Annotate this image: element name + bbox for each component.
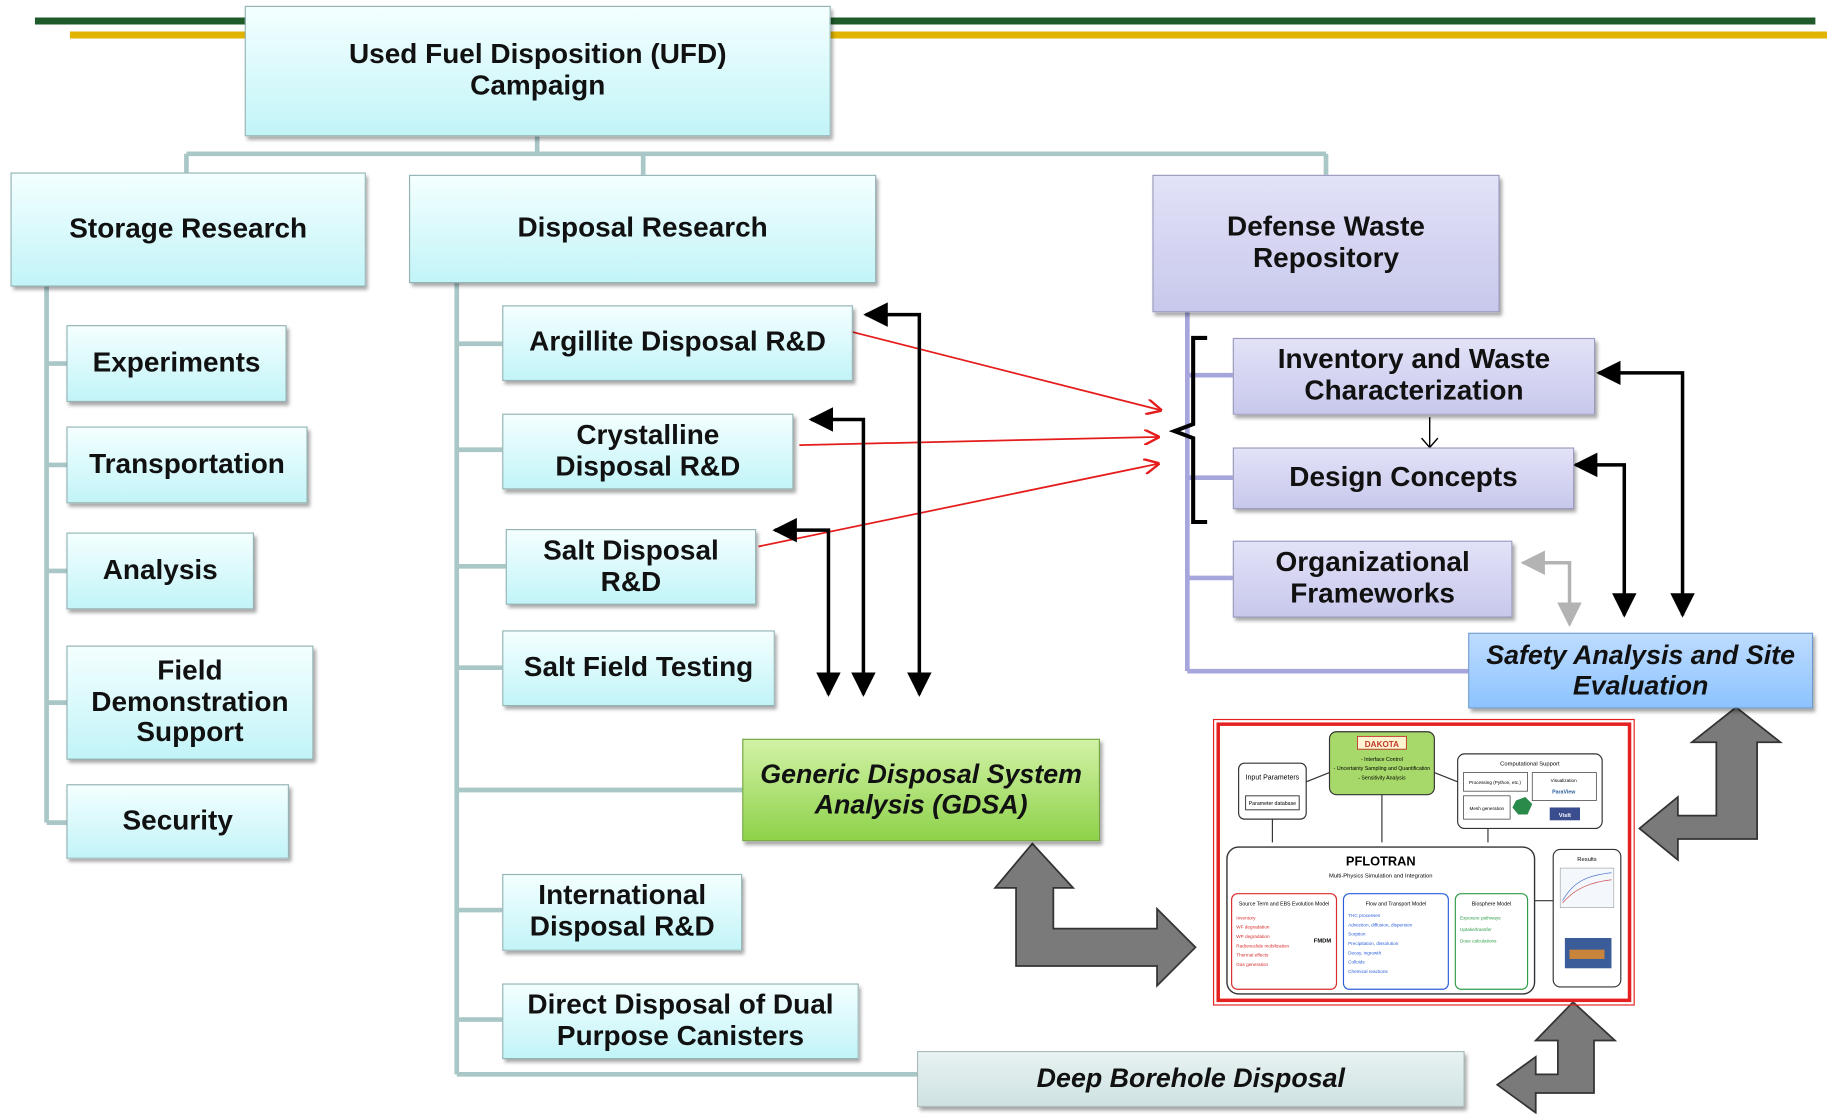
security-box: Security <box>66 784 289 859</box>
disposal-research-box: Disposal Research <box>408 174 877 284</box>
argillite-label: Argillite Disposal R&D <box>529 326 826 358</box>
pf-flow-item-0: THC processes <box>1348 913 1381 918</box>
storage-research-box: Storage Research <box>10 172 366 287</box>
pf-source-item-2: WP degradation <box>1236 934 1270 939</box>
dual-purpose-box: Direct Disposal of Dual Purpose Canister… <box>502 983 859 1060</box>
analysis-label: Analysis <box>102 554 218 586</box>
experiments-box: Experiments <box>66 325 287 402</box>
pf-source-title: Source Term and EBS Evolution Model <box>1239 901 1329 907</box>
pf-connectors <box>1271 771 1554 902</box>
security-label: Security <box>122 804 233 837</box>
organizational-box: Organizational Frameworks <box>1232 540 1513 618</box>
gdsa-box: Generic Disposal System Analysis (GDSA) <box>742 738 1100 842</box>
pf-bio-title: Biosphere Model <box>1472 901 1511 907</box>
gdsa-label: Generic Disposal System Analysis (GDSA) <box>760 758 1082 820</box>
pf-flow-item-1: Advection, diffusion, dispersion <box>1348 922 1413 927</box>
pf-main-title: PFLOTRAN <box>1346 854 1416 869</box>
pf-source-item-0: Inventory <box>1236 915 1256 920</box>
pf-results-plot <box>1559 867 1615 908</box>
pf-paraview: ParaView <box>1552 790 1576 796</box>
pf-input-title: Input Parameters <box>1246 775 1300 782</box>
pflotran-framework-image: Input Parameters Parameter database DAKO… <box>1212 718 1635 1006</box>
safety-analysis-label: Safety Analysis and Site Evaluation <box>1486 639 1796 700</box>
pf-flow-item-3: Precipitation, dissolution <box>1348 941 1399 946</box>
pf-flow-item-5: Colloids <box>1348 960 1365 965</box>
pf-results-title: Results <box>1577 857 1596 863</box>
transportation-label: Transportation <box>89 448 285 480</box>
defense-waste-box: Defense Waste Repository <box>1152 174 1500 313</box>
pf-flow-item-6: Chemical reactions <box>1348 969 1388 974</box>
safety-pflotran-double-arrow <box>1638 706 1783 862</box>
pf-visit: VisIt <box>1559 813 1571 819</box>
field-demonstration-box: Field Demonstration Support <box>66 645 314 760</box>
pf-bio-item-0: Exposure pathways <box>1460 915 1501 920</box>
inventory-box: Inventory and Waste Characterization <box>1232 337 1596 415</box>
international-box: International Disposal R&D <box>502 873 743 951</box>
gdsa-pflotran-double-arrow <box>993 842 1197 988</box>
curly-brace <box>1168 335 1208 525</box>
tree-connectors-storage <box>44 286 68 825</box>
pf-source-item-3: Radionuclide mobilization <box>1236 943 1289 948</box>
salt-disposal-box: Salt Disposal R&D <box>505 529 757 605</box>
pf-flow-item-2: Sorption <box>1348 932 1366 937</box>
pf-dakota-item-1: - Uncertainty Sampling and Quantificatio… <box>1334 766 1431 772</box>
design-concepts-label: Design Concepts <box>1289 461 1518 493</box>
pf-source-item-5: Gas generation <box>1236 962 1268 967</box>
salt-disposal-label: Salt Disposal R&D <box>543 534 719 598</box>
pf-mesh-icon <box>1512 796 1533 815</box>
pf-comp-mesh: Mesh generation <box>1469 806 1504 811</box>
analysis-box: Analysis <box>66 532 255 610</box>
design-concepts-box: Design Concepts <box>1232 447 1575 510</box>
pf-bio-item-1: Uptake/transfer <box>1460 927 1492 932</box>
pf-comp-processing: Processing (Python, etc.) <box>1469 780 1521 785</box>
pf-comp-visualization: Visualization <box>1551 778 1577 783</box>
crystalline-box: Crystalline Disposal R&D <box>502 413 794 490</box>
ufd-campaign-box: Used Fuel Disposition (UFD) Campaign <box>244 5 831 137</box>
crystalline-label: Crystalline Disposal R&D <box>555 419 741 482</box>
pf-bio-item-2: Dose calculations <box>1460 939 1497 944</box>
pf-flow-title: Flow and Transport Model <box>1366 901 1427 907</box>
tree-connectors-top <box>184 136 1329 175</box>
field-demonstration-label: Field Demonstration Support <box>91 654 289 749</box>
gray-loop-arrow <box>1520 550 1582 627</box>
transportation-box: Transportation <box>66 426 308 504</box>
pf-comp-title: Computational Support <box>1500 762 1560 768</box>
disposal-research-label: Disposal Research <box>517 212 768 244</box>
black-loop-arrows-disposal <box>772 302 932 697</box>
storage-research-label: Storage Research <box>69 212 308 245</box>
experiments-label: Experiments <box>92 346 261 379</box>
deep-borehole-label: Deep Borehole Disposal <box>1036 1062 1345 1094</box>
pf-dakota: DAKOTA <box>1365 740 1399 749</box>
pf-main-sub: Multi-Physics Simulation and Integration <box>1329 873 1432 879</box>
pf-source-item-4: Thermal effects <box>1236 953 1269 958</box>
salt-field-box: Salt Field Testing <box>502 630 775 707</box>
international-label: International Disposal R&D <box>529 879 715 943</box>
pf-source-item-1: WF degradation <box>1236 925 1270 930</box>
inventory-to-design-arrow <box>1421 417 1439 449</box>
ufd-campaign-title: Used Fuel Disposition (UFD) Campaign <box>348 38 727 102</box>
pf-dakota-item-2: - Sensitivity Analysis <box>1358 776 1406 782</box>
pflotran-diagram: Input Parameters Parameter database DAKO… <box>1226 731 1622 995</box>
deep-borehole-box: Deep Borehole Disposal <box>917 1051 1465 1107</box>
organizational-label: Organizational Frameworks <box>1275 546 1470 610</box>
black-loop-arrows-defense <box>1572 360 1695 618</box>
pf-input-db: Parameter database <box>1249 801 1297 807</box>
borehole-pflotran-double-arrow <box>1495 1000 1618 1114</box>
gray-double-arrows <box>993 706 1783 1114</box>
dual-purpose-label: Direct Disposal of Dual Purpose Canister… <box>527 988 834 1052</box>
pf-flow-item-4: Decay, ingrowth <box>1348 950 1381 955</box>
tree-connectors-disposal <box>454 283 918 1077</box>
pf-dakota-item-0: - Interface Control <box>1361 757 1403 763</box>
defense-waste-label: Defense Waste Repository <box>1227 211 1425 274</box>
argillite-box: Argillite Disposal R&D <box>502 305 853 382</box>
inventory-label: Inventory and Waste Characterization <box>1277 343 1551 407</box>
safety-analysis-box: Safety Analysis and Site Evaluation <box>1468 632 1814 709</box>
salt-field-label: Salt Field Testing <box>523 651 754 683</box>
pf-fmdm: FMDM <box>1314 939 1332 945</box>
